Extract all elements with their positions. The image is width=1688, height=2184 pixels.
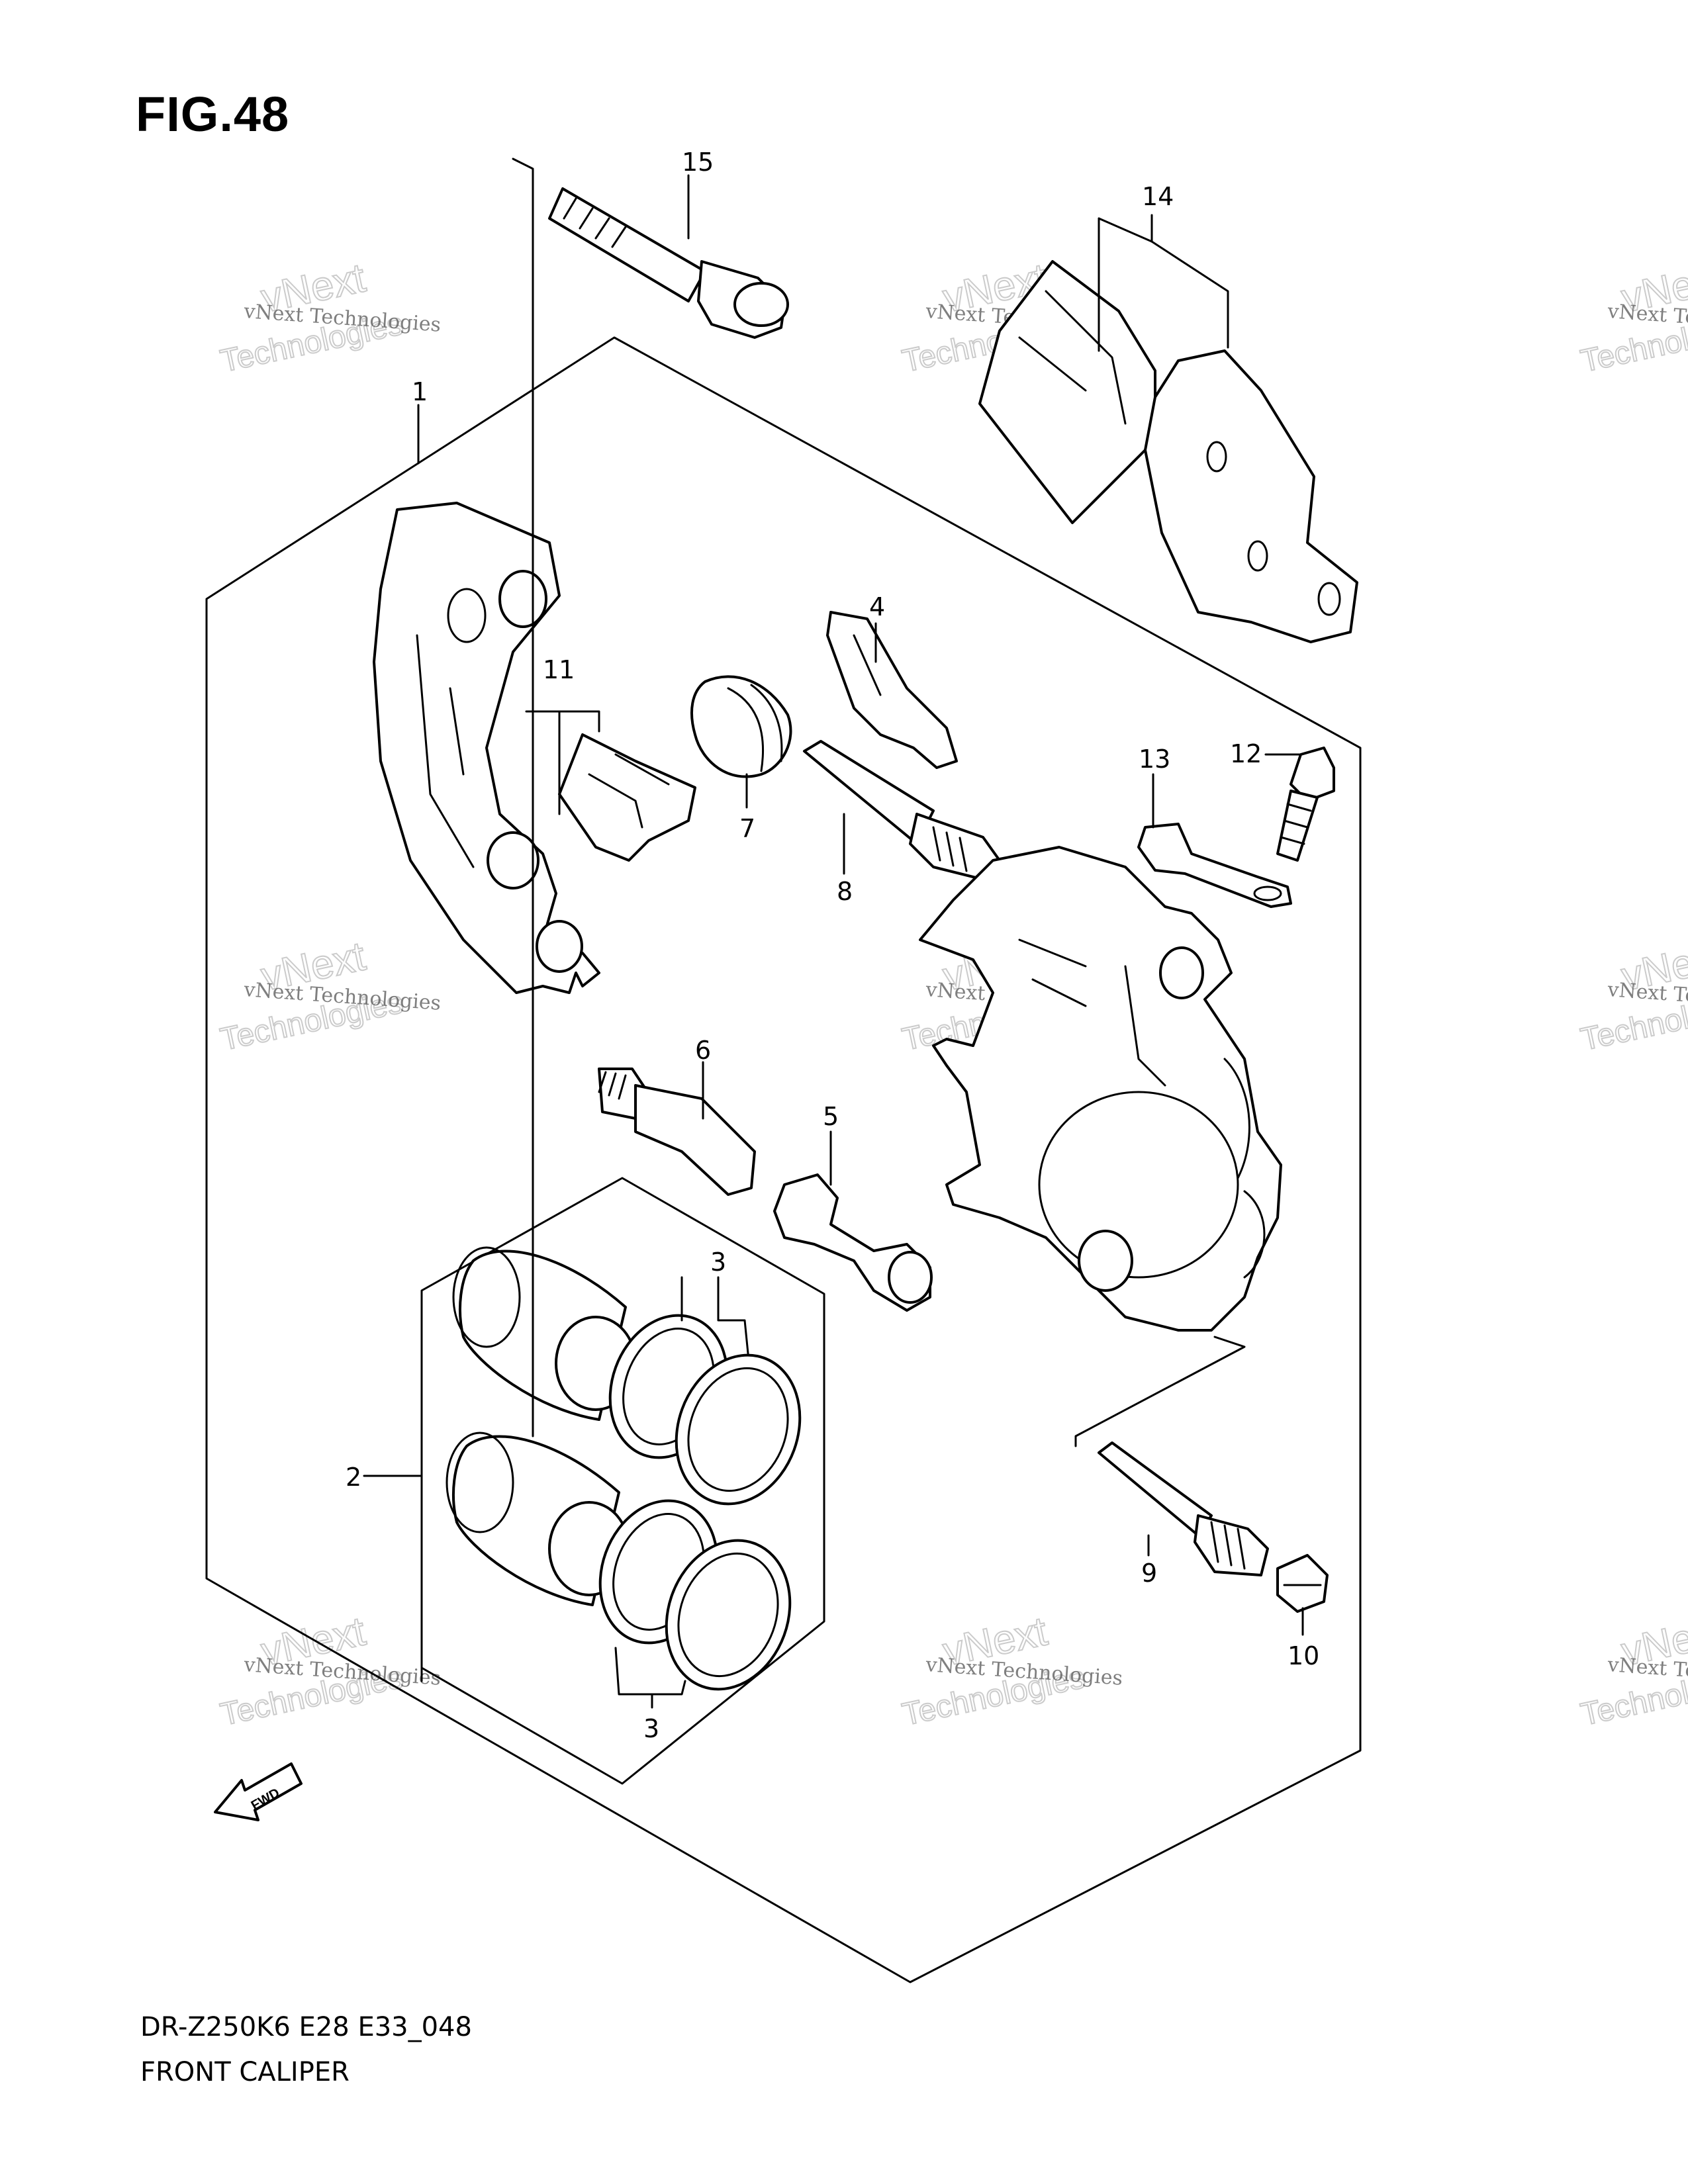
part-6-pin <box>598 1068 756 1196</box>
leader-caliper-9 <box>1074 1336 1246 1447</box>
part-5-bolt <box>773 1173 933 1312</box>
callout-8: 8 <box>837 877 853 906</box>
part-1-bracket <box>373 502 600 994</box>
part-13-cap <box>1137 823 1292 908</box>
callout-11: 11 <box>543 655 575 684</box>
part-12-bleeder <box>1276 747 1335 862</box>
part-9-pad-pin <box>1098 1441 1269 1576</box>
callout-14: 14 <box>1142 182 1174 211</box>
callout-15: 15 <box>682 148 714 177</box>
part-11-clip <box>558 733 696 862</box>
part-10-plug <box>1276 1554 1329 1613</box>
callout-3: 3 <box>643 1714 659 1743</box>
callout-4: 4 <box>869 592 885 621</box>
watermark-group: vNext Technologies vNext Technologies vN… <box>217 254 1688 1733</box>
callout-10: 10 <box>1288 1641 1319 1670</box>
callout-3: 3 <box>710 1248 726 1277</box>
callout-7: 7 <box>739 814 755 843</box>
callout-9: 9 <box>1141 1559 1157 1588</box>
figure-title: FIG.48 <box>136 87 290 142</box>
part-7-boot <box>690 675 792 778</box>
part-14-brake-pads <box>978 260 1358 643</box>
assembly-outline <box>205 336 1362 1983</box>
part-4-pad-spring <box>826 611 958 769</box>
callout-12: 12 <box>1230 739 1262 768</box>
caliper-body <box>919 846 1282 1332</box>
part-3-seals <box>598 1314 802 1691</box>
callout-6: 6 <box>695 1036 711 1065</box>
forward-arrow: FWD <box>214 1762 303 1821</box>
callout-13: 13 <box>1139 745 1170 774</box>
callout-2: 2 <box>346 1463 361 1492</box>
part-15-bolt <box>548 187 789 339</box>
piston-group-outline <box>420 1177 825 1785</box>
callout-1: 1 <box>412 377 428 406</box>
diagram-code: DR-Z250K6 E28 E33_048 <box>140 2012 472 2042</box>
callout-5: 5 <box>823 1102 839 1131</box>
callouts: 15 14 1 11 4 7 8 13 12 6 5 3 2 3 9 10 <box>346 148 1319 1743</box>
part-2-pistons <box>445 1246 637 1606</box>
diagram-name: FRONT CALIPER <box>140 2057 350 2087</box>
leader-lines <box>363 158 1304 1709</box>
part-8-slide-pin <box>803 740 1001 882</box>
